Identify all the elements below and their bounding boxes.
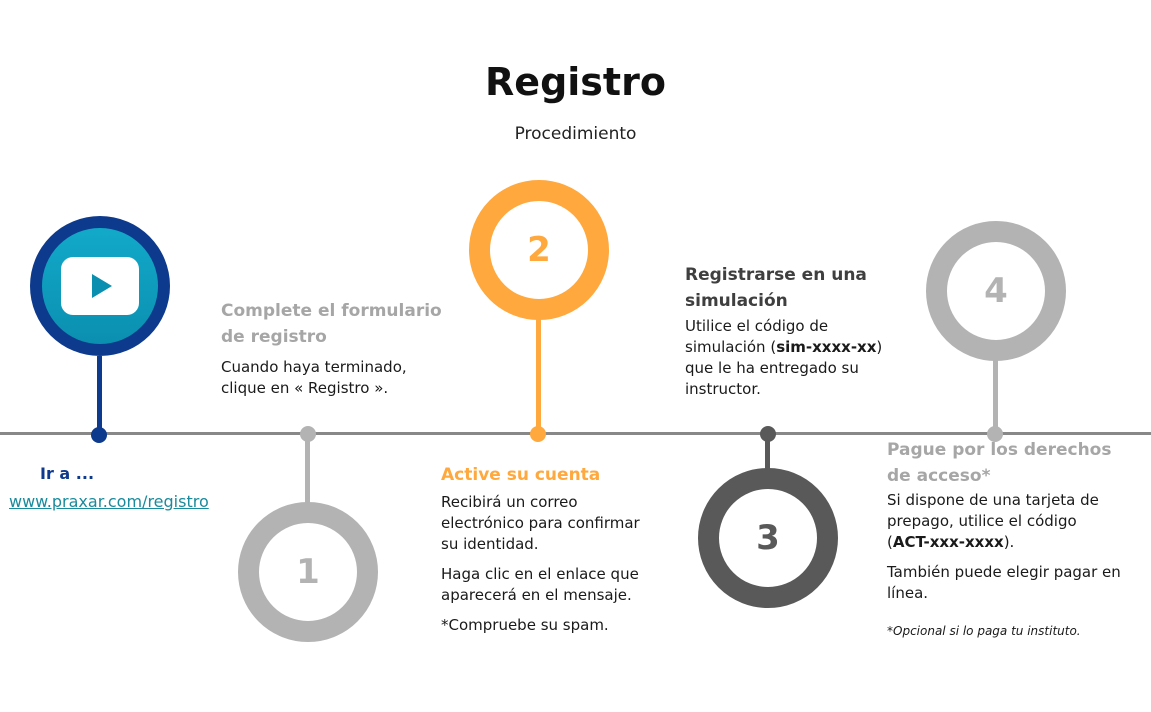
step4-body: Si dispone de una tarjeta de prepago, ut… [887, 490, 1121, 604]
step2-body-line: Recibirá un correo [441, 493, 578, 511]
step2-body-line: electrónico para confirmar [441, 514, 640, 532]
step4-optional-note: *Opcional si lo paga tu instituto. [887, 624, 1081, 638]
step3-number: 3 [756, 518, 780, 558]
step1-body-line: clique en « Registro ». [221, 379, 389, 397]
page-title: Registro [485, 60, 666, 104]
start-dot [91, 427, 107, 443]
step3-body-line: simulación (sim-xxxx-xx) [685, 337, 882, 358]
goto-label: Ir a ... [40, 464, 95, 483]
step4-stem [993, 359, 998, 431]
step1-stem [305, 434, 310, 504]
step4-dot [987, 426, 1003, 442]
step4-body-text: ( [887, 533, 893, 551]
step2-body: Recibirá un correo electrónico para conf… [441, 492, 640, 636]
registration-link[interactable]: www.praxar.com/registro [9, 492, 209, 511]
step1-body: Cuando haya terminado, clique en « Regis… [221, 357, 407, 399]
step2-dot [530, 426, 546, 442]
page-subtitle: Procedimiento [514, 124, 637, 144]
step4-body-line: línea. [887, 584, 929, 602]
step1-heading-line: de registro [221, 327, 327, 347]
step3-body-text: simulación ( [685, 338, 777, 356]
step2-stem [536, 318, 541, 432]
step2-body-line: su identidad. [441, 535, 539, 553]
step2-body-line: Haga clic en el enlace que [441, 565, 639, 583]
step3-body-text: ) [876, 338, 883, 356]
step1-body-line: Cuando haya terminado, [221, 358, 407, 376]
step4-body-line: Si dispone de una tarjeta de [887, 491, 1099, 509]
step3-body: Utilice el código de simulación (sim-xxx… [685, 316, 882, 400]
step3-code: sim-xxxx-xx [776, 338, 877, 356]
step1-heading-line: Complete el formulario [221, 301, 442, 321]
step4-heading-line: de acceso* [887, 466, 991, 486]
play-video-icon[interactable] [30, 216, 170, 356]
step1-circle: 1 [238, 502, 378, 642]
step2-body-line: aparecerá en el mensaje. [441, 586, 632, 604]
step4-circle: 4 [926, 221, 1066, 361]
step2-circle: 2 [469, 180, 609, 320]
step3-circle: 3 [698, 468, 838, 608]
step1-number: 1 [296, 552, 320, 592]
step4-number: 4 [984, 271, 1008, 311]
play-video-icon-inner [42, 228, 158, 344]
step4-code: ACT-xxx-xxxx [892, 533, 1004, 551]
step3-heading: Registrarse en una simulación [685, 262, 867, 314]
step2-heading: Active su cuenta [441, 465, 601, 485]
step4-body-line: prepago, utilice el código [887, 512, 1077, 530]
step4-heading-line: Pague por los derechos [887, 440, 1112, 460]
step3-body-line: que le ha entregado su [685, 359, 859, 377]
step2-spam-note: *Compruebe su spam. [441, 616, 609, 634]
step3-stem [765, 434, 770, 470]
step4-body-line: (ACT-xxx-xxxx). [887, 532, 1121, 553]
step3-heading-line: Registrarse en una [685, 265, 867, 285]
step1-heading: Complete el formulario de registro [221, 298, 442, 350]
timeline-line [0, 432, 1151, 435]
start-stem [97, 356, 102, 434]
step4-heading: Pague por los derechos de acceso* [887, 437, 1111, 489]
step3-body-line: Utilice el código de [685, 317, 829, 335]
step3-heading-line: simulación [685, 291, 788, 311]
play-button-icon [61, 257, 139, 315]
step3-body-line: instructor. [685, 380, 761, 398]
step4-body-line: También puede elegir pagar en [887, 563, 1121, 581]
step4-body-text: ). [1003, 533, 1015, 551]
step2-number: 2 [527, 230, 551, 270]
